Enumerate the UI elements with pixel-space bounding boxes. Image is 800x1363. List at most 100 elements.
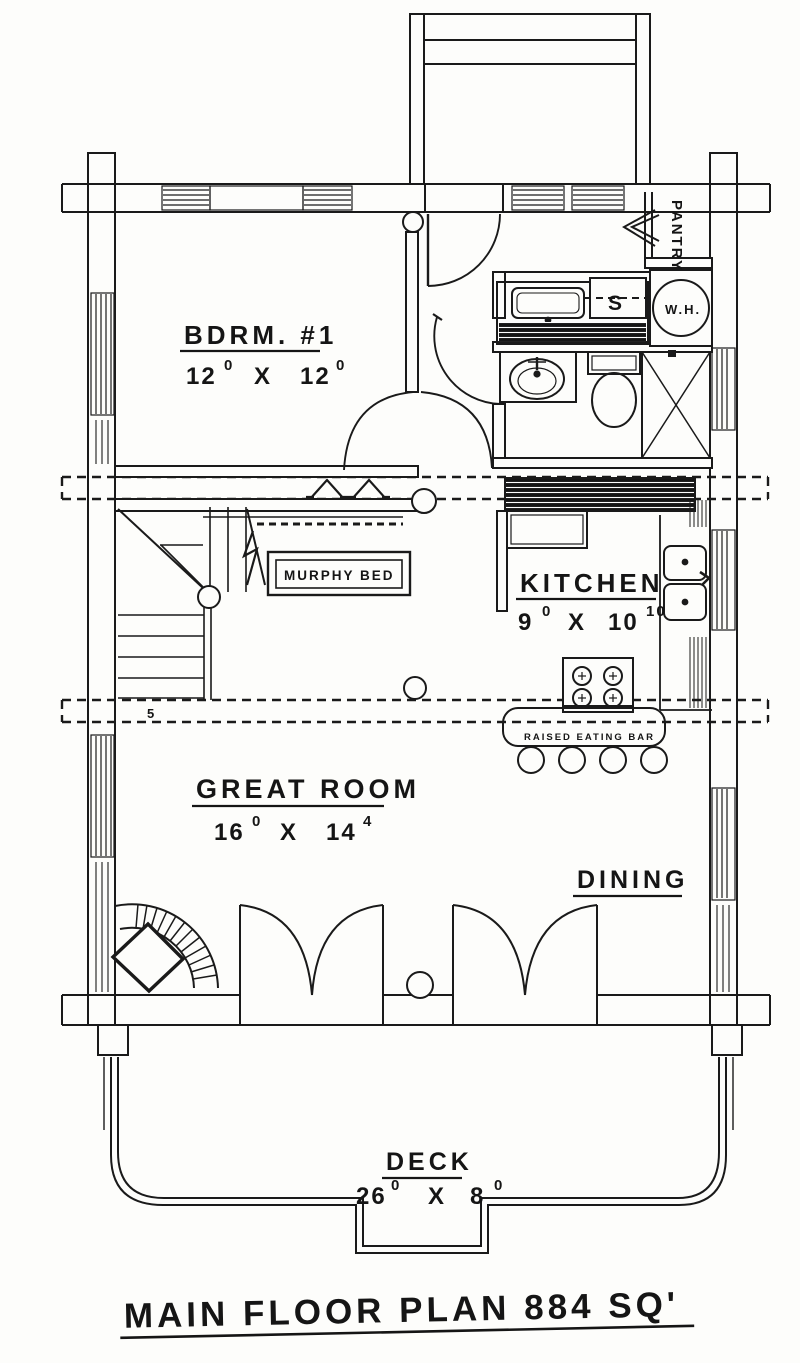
svg-text:14: 14 [326, 819, 357, 846]
svg-text:4: 4 [363, 813, 373, 830]
murphy-bed [203, 516, 412, 597]
shower [641, 350, 711, 459]
dining-label: DINING [577, 866, 689, 894]
svg-text:0: 0 [336, 357, 346, 374]
bar-stool [558, 746, 586, 774]
deck-dims: 26 0 X 8 0 [356, 1177, 504, 1210]
log-texture [95, 420, 730, 992]
bath-window [711, 347, 736, 431]
svg-text:12: 12 [300, 363, 331, 390]
log-stub-bottom-right [711, 1024, 743, 1056]
deck-french-doors [239, 904, 598, 996]
kitchen-sink [663, 545, 712, 621]
kitchen-west-wall [496, 510, 508, 612]
exterior-walls [61, 13, 771, 1056]
bath-west-wall-lower [492, 403, 506, 467]
bar-stool [599, 746, 627, 774]
svg-text:X: X [428, 1183, 446, 1210]
murphy-room-doors [306, 478, 390, 500]
hall-wall [405, 231, 419, 393]
kitchen-cabinet-hatch [689, 500, 707, 708]
kitchen-fixtures [502, 477, 712, 774]
svg-text:X: X [568, 609, 586, 636]
rear-wall [61, 994, 771, 1026]
svg-text:0: 0 [224, 357, 234, 374]
range-stove [562, 657, 634, 713]
appliance-s-box [584, 277, 650, 319]
log-stub-top-right [709, 152, 738, 185]
front-sidelight-windows [511, 185, 625, 211]
labels: BDRM. #1 12 0 X 12 0 KITCHEN 9 0 X 10 10… [120, 200, 701, 1340]
svg-text:10: 10 [608, 609, 639, 636]
water-heater [649, 269, 713, 347]
svg-text:X: X [254, 363, 272, 390]
staircase [117, 507, 266, 700]
great-room-dims: 16 0 X 14 4 [214, 813, 373, 846]
right-wall [709, 183, 738, 1026]
svg-text:10: 10 [646, 603, 667, 620]
front-door [426, 213, 501, 287]
bath-fixtures [496, 209, 713, 459]
bathroom-door [432, 313, 501, 405]
deck-rail [103, 1057, 734, 1254]
svg-text:16: 16 [214, 819, 245, 846]
doors [239, 213, 598, 996]
log-stub-bottom-left [97, 1024, 129, 1056]
svg-text:X: X [280, 819, 298, 846]
bedroom-label: BDRM. #1 [184, 320, 337, 350]
bedroom-door [343, 391, 493, 471]
water-heater-label: W.H. [665, 302, 701, 317]
bar-stool [517, 746, 545, 774]
svg-text:8: 8 [470, 1183, 485, 1210]
kitchen-dims: 9 0 X 10 10 [518, 603, 667, 636]
front-window-left [161, 185, 353, 211]
refrigerator [506, 510, 588, 549]
bedroom-south-wall [114, 465, 419, 478]
corner-fireplace [110, 903, 219, 994]
bath-south-wall [492, 457, 713, 469]
front-wall [61, 183, 771, 213]
eating-bar [502, 707, 668, 774]
post [402, 211, 424, 233]
bedroom-window [90, 292, 115, 416]
murphy-bed-label: MURPHY BED [284, 568, 395, 583]
sheet-title: MAIN FLOOR PLAN 884 SQ' [120, 1285, 695, 1340]
svg-text:0: 0 [494, 1177, 504, 1194]
svg-text:9: 9 [518, 609, 533, 636]
pantry-door [622, 209, 660, 247]
toilet [587, 351, 641, 428]
post [406, 971, 434, 999]
bedroom-dims: 12 0 X 12 0 [186, 357, 346, 390]
murphy-room-north-wall [114, 498, 419, 512]
kitchen-label: KITCHEN [520, 568, 664, 598]
deck-label: DECK [386, 1148, 473, 1176]
svg-text:0: 0 [252, 813, 262, 830]
interior-walls [114, 192, 713, 612]
stair-mark: 5 [147, 706, 156, 721]
svg-text:26: 26 [356, 1183, 387, 1210]
svg-text:0: 0 [542, 603, 552, 620]
post [197, 585, 221, 609]
windows [90, 185, 736, 901]
pantry-south-wall [644, 257, 713, 269]
dining-window [711, 787, 736, 901]
kitchen-window [711, 529, 736, 631]
appliance-s-label: S [608, 292, 624, 315]
log-stub-top-left [87, 152, 116, 185]
svg-text:12: 12 [186, 363, 217, 390]
post [411, 488, 437, 514]
vanity-sink [499, 351, 577, 403]
great-room-window [90, 734, 115, 858]
kitchen-upper-cabinets [504, 477, 696, 512]
svg-text:0: 0 [391, 1177, 401, 1194]
bar-stool [640, 746, 668, 774]
wood-stove [110, 921, 186, 994]
laundry-counter [496, 281, 649, 345]
bath-west-wall-upper [492, 271, 506, 319]
great-room-label: GREAT ROOM [196, 774, 420, 804]
eating-bar-label: RAISED EATING BAR [524, 732, 655, 743]
post [403, 676, 427, 700]
entry-porch [409, 13, 651, 185]
